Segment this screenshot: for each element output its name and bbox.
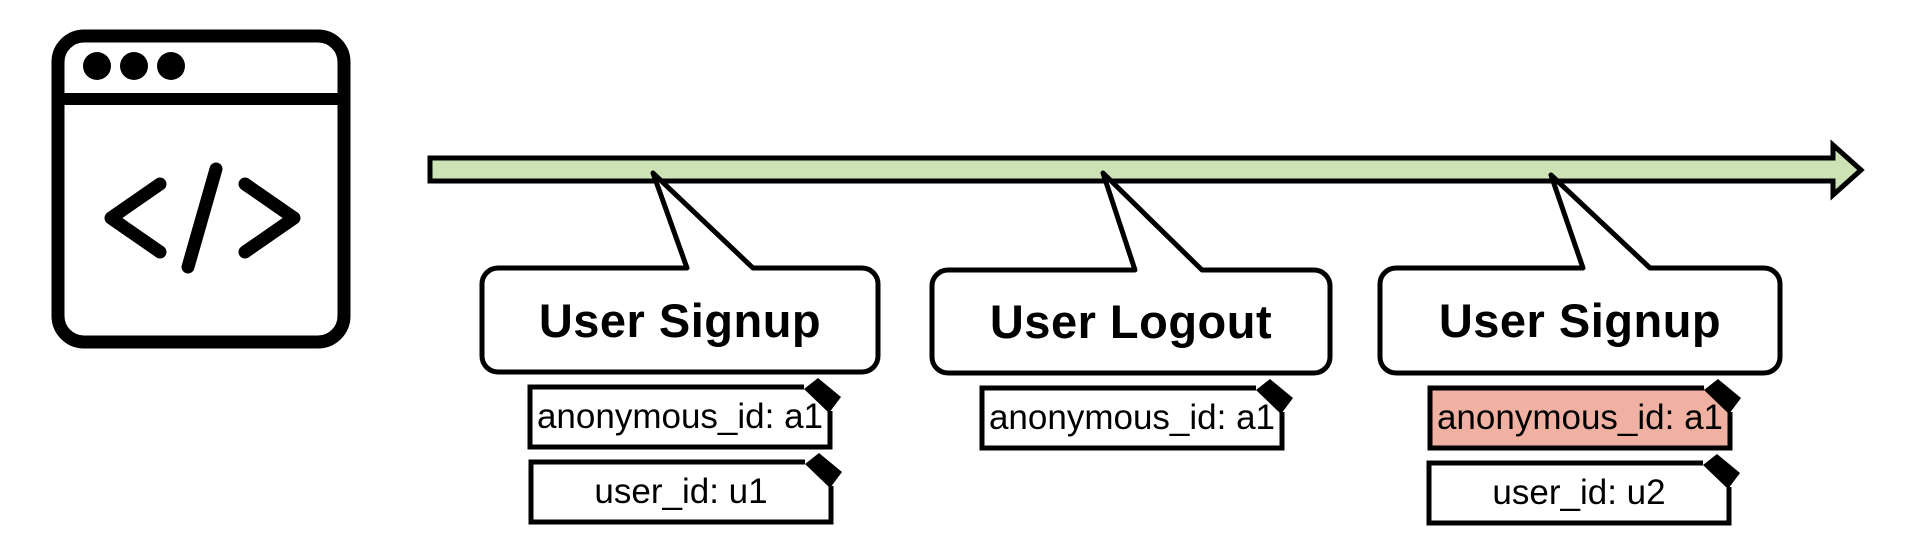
code-icon — [104, 162, 301, 274]
property-tag — [527, 378, 841, 450]
timeline-arrow — [427, 139, 1865, 201]
folded-corner-icon — [1704, 379, 1741, 414]
property-tag — [1426, 454, 1740, 526]
browser-dot-icon — [157, 52, 185, 80]
folded-corner-icon — [1703, 454, 1740, 489]
property-tag — [979, 379, 1293, 451]
event-callout-bubble — [929, 170, 1333, 376]
browser-code-icon — [51, 29, 351, 349]
event-callout-bubble — [479, 170, 881, 375]
property-tag — [528, 453, 842, 525]
event-callout-bubble — [1377, 172, 1783, 376]
folded-corner-icon — [1256, 379, 1293, 414]
browser-window-frame — [51, 29, 351, 349]
browser-dot-icon — [83, 52, 111, 80]
property-tag-highlighted — [1427, 379, 1741, 451]
browser-dot-icon — [120, 52, 148, 80]
folded-corner-icon — [805, 453, 842, 488]
folded-corner-icon — [804, 378, 841, 413]
